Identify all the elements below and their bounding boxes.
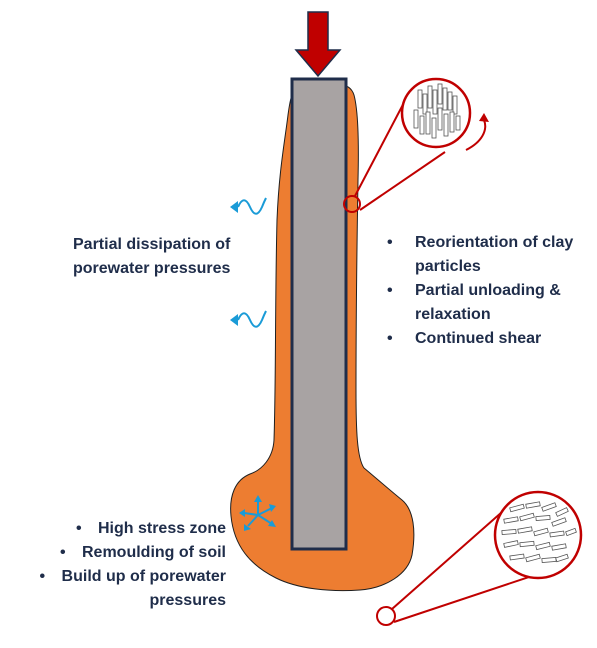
list-item: Reorientation of clay particles [387,231,595,279]
list-item: Continued shear [387,327,595,351]
callout-origin-circle [376,606,396,626]
curved-arrow-icon [465,119,487,151]
porewater-dissipation-label: Partial dissipation of porewater pressur… [73,236,231,277]
list-item: •High stress zone [75,520,226,537]
callout-origin-circle [343,195,361,213]
shaft-callout [343,77,489,213]
shaft-mechanisms-list: Reorientation of clay particles Partial … [387,231,595,351]
base-mechanisms-list: •High stress zone •Remoulding of soil •B… [6,517,226,613]
wavy-arrow-icon [230,197,267,215]
list-item: Partial unloading & relaxation [387,279,595,327]
list-item: •Remoulding of soil [60,544,226,561]
down-arrow-icon [294,11,342,78]
wavy-arrow-icon [230,310,267,328]
radiating-arrows-icon [239,495,276,531]
list-item: •Build up of porewater pressures [39,568,226,609]
base-callout [376,490,583,626]
pile-shaft [290,77,348,551]
